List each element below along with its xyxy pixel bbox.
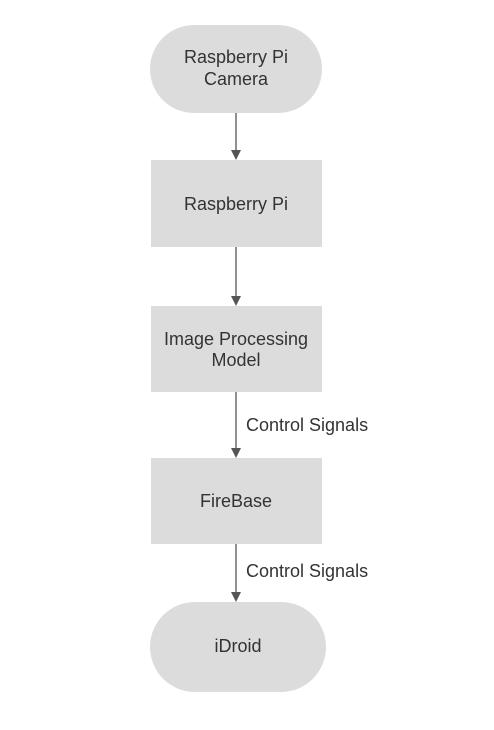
- arrow-head: [231, 296, 241, 306]
- node-firebase: FireBase: [151, 458, 322, 544]
- process-shape: [151, 160, 322, 247]
- node-raspberry-pi-camera: Raspberry Pi Camera: [150, 25, 322, 113]
- edge-label: Control Signals: [246, 561, 368, 581]
- process-shape: [151, 306, 322, 392]
- node-label: Raspberry Pi: [184, 194, 288, 214]
- node-label: FireBase: [200, 491, 272, 511]
- node-label: iDroid: [214, 636, 261, 656]
- terminal-shape: [150, 602, 326, 692]
- arrow-head: [231, 448, 241, 458]
- edge-camera-to-rpi: [231, 113, 241, 160]
- edge-firebase-to-idroid: Control Signals: [231, 544, 368, 602]
- node-raspberry-pi: Raspberry Pi: [151, 160, 322, 247]
- node-label: Raspberry Pi: [184, 47, 288, 67]
- edge-rpi-to-model: [231, 247, 241, 306]
- terminal-shape: [150, 25, 322, 113]
- node-image-processing-model: Image Processing Model: [151, 306, 322, 392]
- node-label: Image Processing: [164, 329, 308, 349]
- node-label: Camera: [204, 69, 269, 89]
- node-idroid: iDroid: [150, 602, 326, 692]
- node-label: Model: [211, 350, 260, 370]
- edge-model-to-firebase: Control Signals: [231, 392, 368, 458]
- edge-label: Control Signals: [246, 415, 368, 435]
- arrow-head: [231, 150, 241, 160]
- arrow-head: [231, 592, 241, 602]
- process-shape: [151, 458, 322, 544]
